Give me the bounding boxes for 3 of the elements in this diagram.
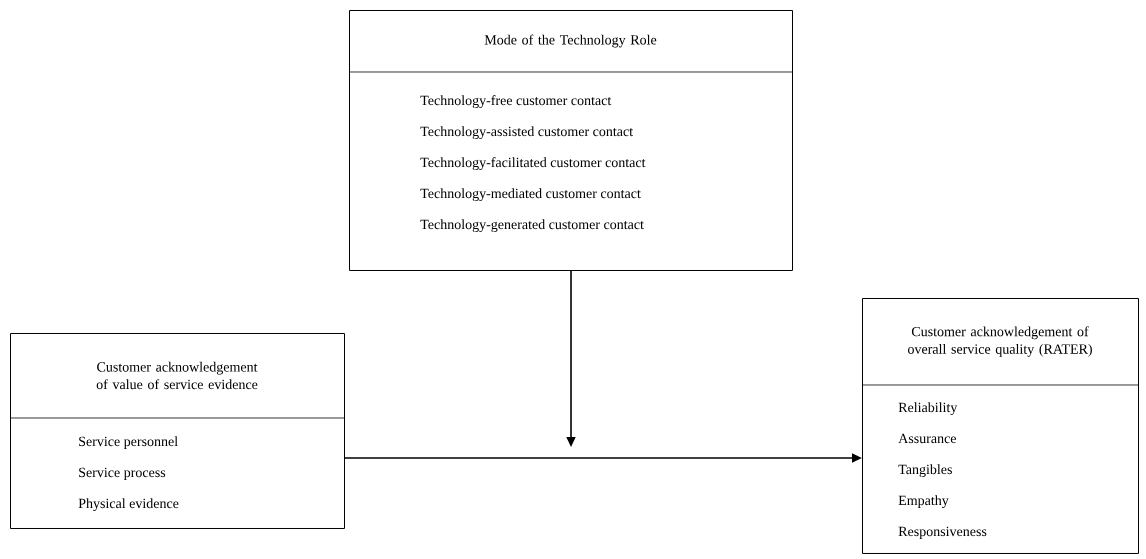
text-box: Customer acknowledgement of overall service quality (RATER) Reliability Assurance Tangibles Empathy Responsiveness xyxy=(861,298,1139,554)
text-box: Mode of the Technology Role Technology-free customer contact Technology-assisted customer contact Technology-facilitated customer contact Technology-mediated customer contact Technology-generated customer contact xyxy=(348,10,793,271)
text-box: Customer acknowledgement of value of service evidence Service personnel Service process Physical evidence xyxy=(9,333,345,529)
